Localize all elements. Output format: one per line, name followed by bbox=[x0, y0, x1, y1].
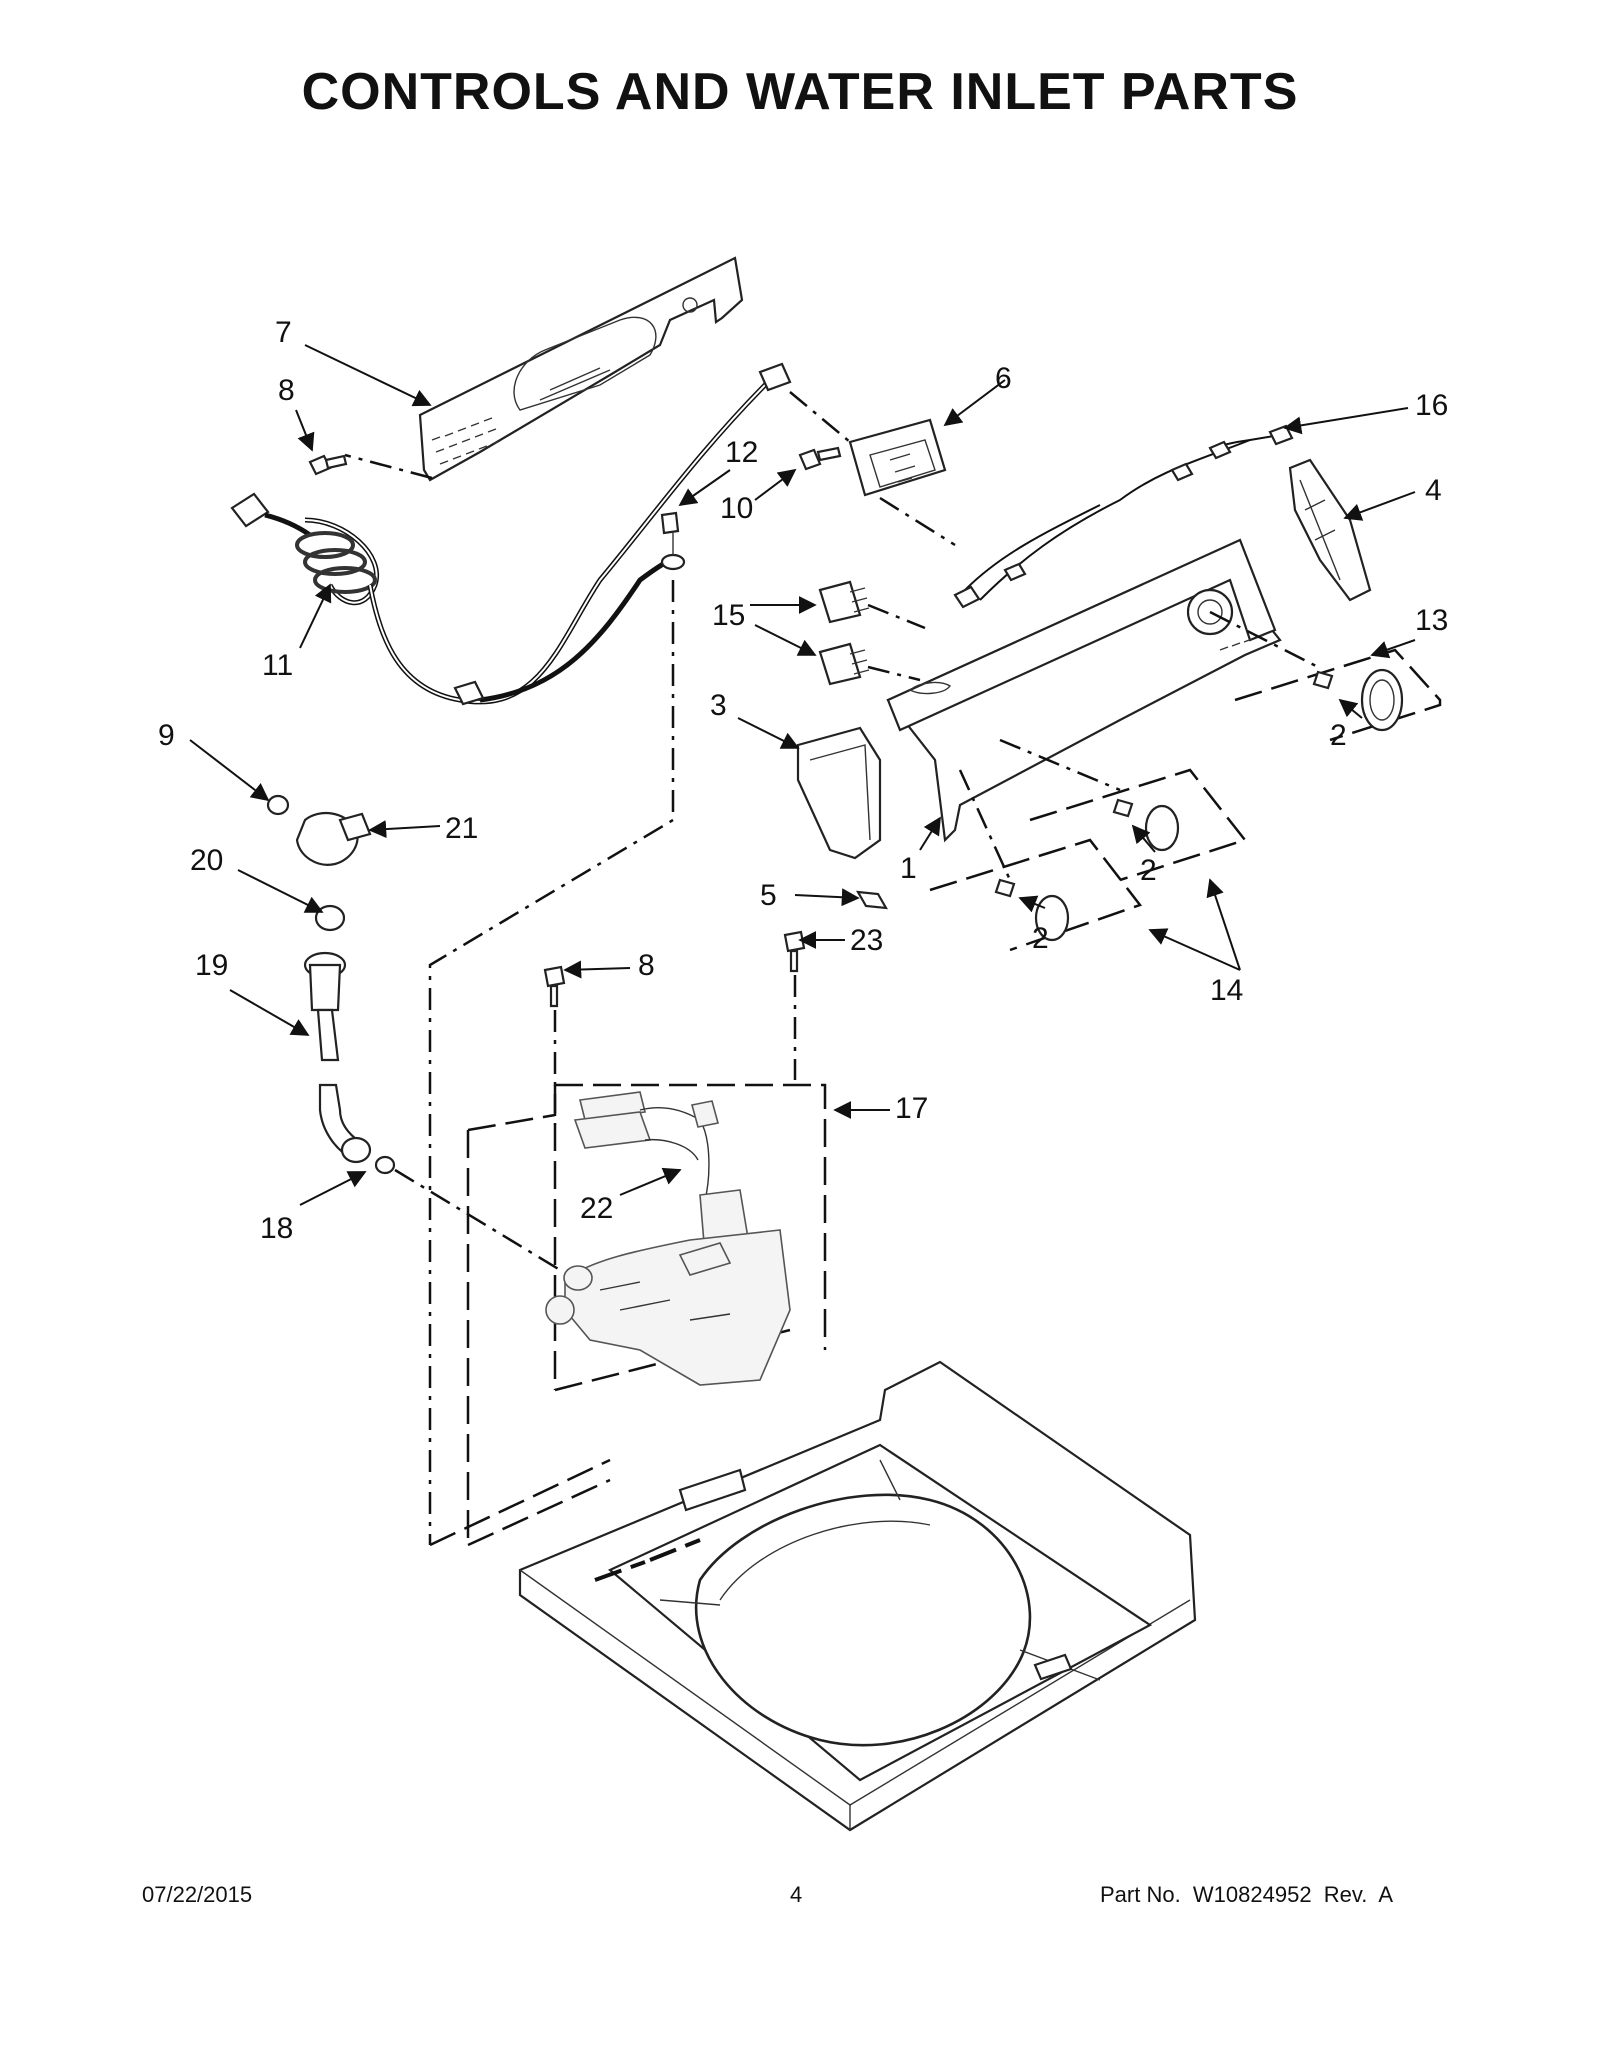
screw-10 bbox=[798, 446, 842, 471]
knob-13 bbox=[1312, 668, 1404, 732]
screw-23 bbox=[783, 930, 806, 973]
power-cord bbox=[230, 362, 792, 706]
knob-axis-low bbox=[958, 769, 1012, 881]
knob-axis-mid bbox=[999, 738, 1121, 792]
callout-9: 9 bbox=[158, 719, 175, 752]
callout-3: 3 bbox=[710, 689, 727, 722]
callout-17: 17 bbox=[895, 1092, 928, 1125]
screw-8-upper bbox=[308, 454, 348, 476]
end-cap-left bbox=[796, 726, 882, 860]
valve-box-tail bbox=[467, 1478, 611, 1547]
footer-date: 07/22/2015 bbox=[142, 1882, 253, 1907]
callout-20: 20 bbox=[190, 844, 223, 877]
console-housing bbox=[886, 538, 1282, 843]
callout-2-mid: 2 bbox=[1140, 854, 1157, 887]
callout-8-lower: 8 bbox=[638, 949, 655, 982]
electronic-control bbox=[848, 418, 947, 497]
callout-23: 23 bbox=[850, 924, 883, 957]
callout-labels: 7 8 6 16 12 4 10 11 15 13 3 2 9 21 1 2 2… bbox=[158, 316, 1448, 1245]
switch-line-upper bbox=[867, 603, 926, 630]
switch-lower bbox=[818, 642, 870, 686]
screen-20 bbox=[314, 904, 346, 932]
water-valve-22 bbox=[545, 1091, 791, 1386]
knob-dashed-boxes bbox=[929, 648, 1442, 952]
ground-screw-12 bbox=[660, 511, 686, 571]
fastener-line-6a bbox=[789, 391, 851, 443]
knob-axis-13 bbox=[1209, 610, 1321, 670]
callout-12: 12 bbox=[725, 436, 758, 469]
callout-15: 15 bbox=[712, 599, 745, 632]
callout-10: 10 bbox=[720, 492, 753, 525]
callout-6: 6 bbox=[995, 362, 1012, 395]
clip-5 bbox=[855, 890, 889, 910]
callout-8-upper: 8 bbox=[278, 374, 295, 407]
page-title: CONTROLS AND WATER INLET PARTS bbox=[301, 63, 1299, 121]
callout-4: 4 bbox=[1425, 474, 1442, 507]
callout-19: 19 bbox=[195, 949, 228, 982]
callout-22: 22 bbox=[580, 1192, 613, 1225]
switch-upper bbox=[818, 580, 870, 624]
callout-21: 21 bbox=[445, 812, 478, 845]
footer-page-number: 4 bbox=[790, 1882, 803, 1907]
rear-console-panel bbox=[418, 256, 744, 482]
callout-18: 18 bbox=[260, 1212, 293, 1245]
callout-13: 13 bbox=[1415, 604, 1448, 637]
fastener-line-7 bbox=[344, 453, 433, 480]
end-cap-right bbox=[1288, 458, 1372, 602]
callout-1: 1 bbox=[900, 852, 917, 885]
inlet-washer-9 bbox=[266, 794, 290, 816]
screw-8-lower bbox=[543, 965, 566, 1008]
cabinet-top bbox=[518, 1360, 1197, 1832]
callout-11: 11 bbox=[262, 649, 293, 682]
callout-16: 16 bbox=[1415, 389, 1448, 422]
callout-2-low: 2 bbox=[1032, 922, 1049, 955]
hose-washer-18 bbox=[374, 1155, 396, 1175]
callout-2-right: 2 bbox=[1330, 719, 1347, 752]
inlet-hose-19 bbox=[303, 951, 372, 1164]
inlet-valve-21 bbox=[295, 811, 372, 866]
wire-harness bbox=[953, 424, 1294, 609]
fastener-line-6b bbox=[879, 496, 956, 547]
leader-arrows bbox=[189, 344, 1416, 1206]
hose-line-18 bbox=[394, 1168, 561, 1272]
switch-line-lower bbox=[867, 665, 921, 682]
footer-part-number: Part No. W10824952 Rev. A bbox=[1100, 1882, 1394, 1907]
callout-5: 5 bbox=[760, 879, 777, 912]
ground-wire-route bbox=[428, 580, 675, 1545]
callout-14: 14 bbox=[1210, 974, 1243, 1007]
ground-route-tail bbox=[429, 1458, 611, 1547]
callout-7: 7 bbox=[275, 316, 292, 349]
